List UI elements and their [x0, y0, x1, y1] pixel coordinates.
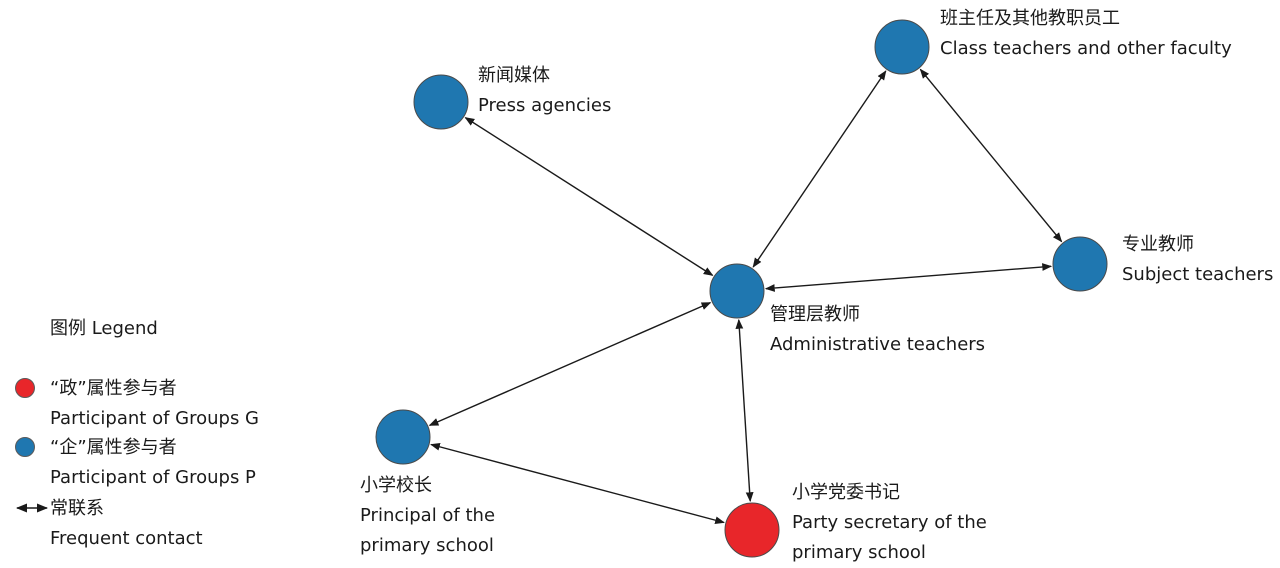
- node-label-class-zh: 班主任及其他教职员工: [940, 8, 1120, 29]
- node-class: [874, 19, 930, 75]
- node-label-admin-en: Administrative teachers: [770, 334, 986, 355]
- node-label-press-en: Press agencies: [478, 95, 612, 116]
- legend-title: 图例 Legend: [50, 318, 158, 339]
- node-label-party-zh: 小学党委书记: [792, 482, 900, 503]
- legend-item-group-g-en: Participant of Groups G: [50, 408, 259, 429]
- node-label-class-en: Class teachers and other faculty: [940, 38, 1232, 59]
- edge-class-subject: [919, 68, 1063, 243]
- node-subject: [1052, 236, 1108, 292]
- node-press: [413, 74, 469, 130]
- node-label-principal-zh: 小学校长: [360, 475, 432, 496]
- edge-admin-class: [752, 70, 887, 268]
- node-party: [724, 502, 780, 558]
- node-label-party-en-1: Party secretary of the: [792, 512, 987, 533]
- blue-circle-icon: [15, 437, 35, 457]
- node-label-press-zh: 新闻媒体: [478, 65, 550, 86]
- edge-admin-press: [464, 117, 714, 276]
- node-label-principal-en-1: Principal of the: [360, 505, 496, 526]
- legend-item-frequent-contact-en: Frequent contact: [50, 528, 203, 549]
- red-circle-icon: [15, 378, 35, 398]
- node-label-party: 小学党委书记 Party secretary of the primary sc…: [792, 478, 987, 568]
- edge-admin-subject: [764, 263, 1053, 292]
- edge-admin-principal: [428, 301, 712, 427]
- node-label-principal: 小学校长 Principal of the primary school: [360, 471, 495, 561]
- node-label-admin-zh: 管理层教师: [770, 304, 860, 325]
- node-label-subject: 专业教师 Subject teachers: [1122, 230, 1273, 290]
- node-principal: [375, 409, 431, 465]
- node-label-press: 新闻媒体 Press agencies: [478, 61, 611, 121]
- legend-item-group-g-zh: “政”属性参与者: [50, 378, 177, 399]
- legend-item-group-p-zh: “企”属性参与者: [50, 437, 177, 458]
- edge-admin-party: [735, 318, 754, 503]
- edge-principal-party: [430, 442, 725, 525]
- double-arrow-icon: [15, 503, 49, 513]
- node-label-subject-zh: 专业教师: [1122, 234, 1194, 255]
- node-label-subject-en: Subject teachers: [1122, 264, 1274, 285]
- nodes: [375, 19, 1108, 558]
- node-label-party-en-2: primary school: [792, 542, 926, 563]
- node-label-principal-en-2: primary school: [360, 535, 494, 556]
- legend-item-frequent-contact-zh: 常联系: [50, 498, 104, 519]
- node-label-admin: 管理层教师 Administrative teachers: [770, 300, 985, 360]
- edges: [428, 68, 1063, 525]
- legend-item-group-p-en: Participant of Groups P: [50, 467, 256, 488]
- node-label-class: 班主任及其他教职员工 Class teachers and other facu…: [940, 4, 1232, 64]
- node-admin: [709, 263, 765, 319]
